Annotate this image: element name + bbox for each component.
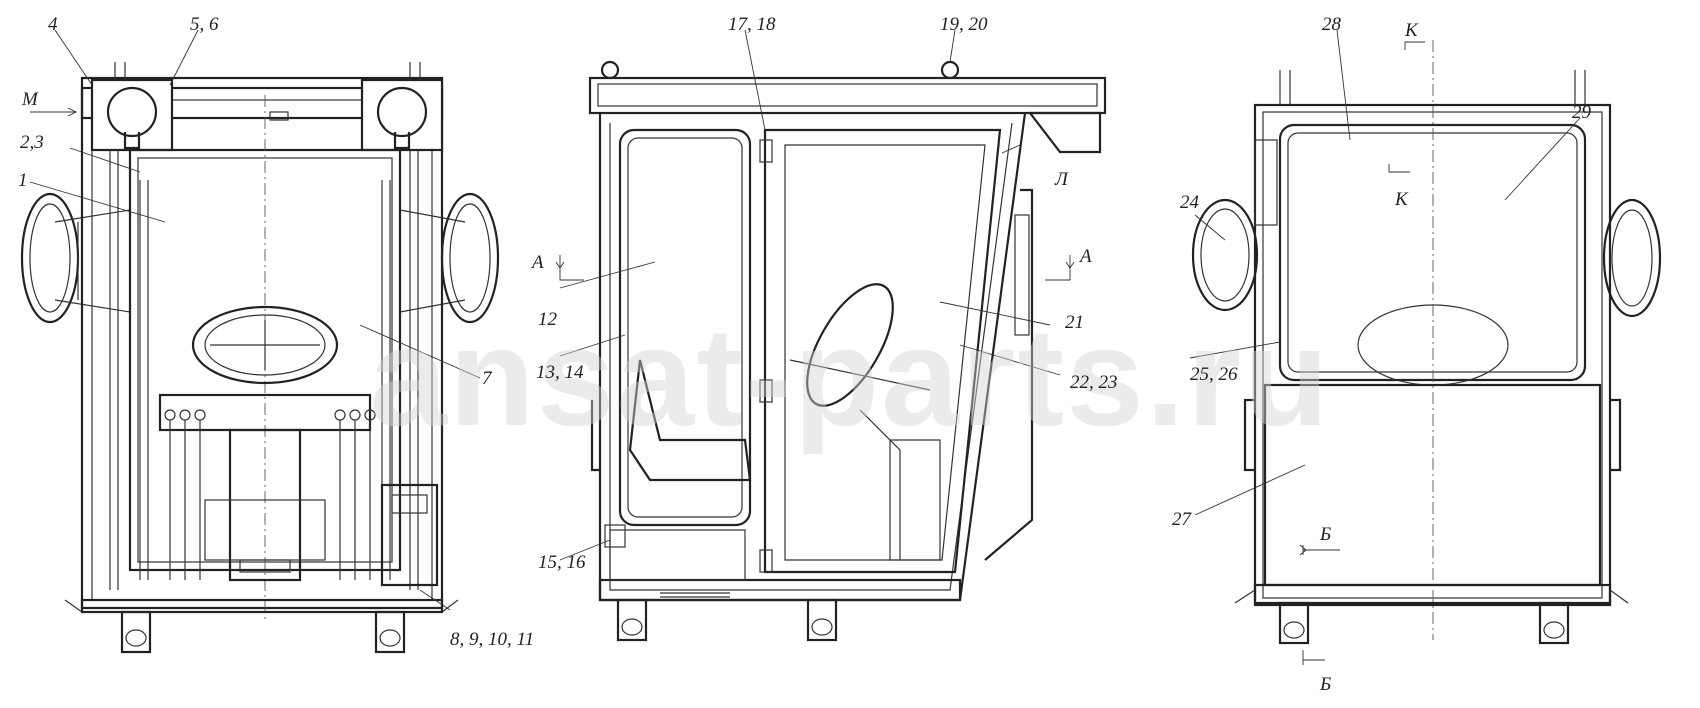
steering-wheel [191, 305, 339, 385]
label-l: Л [1054, 169, 1069, 190]
label-24: 24 [1180, 192, 1200, 213]
label-b-mid: Б [1319, 524, 1331, 545]
rear-window [618, 128, 752, 527]
front-view [20, 62, 500, 654]
label-19-20: 19, 20 [940, 14, 988, 35]
top-light-right [360, 78, 444, 152]
roof-beam [588, 76, 1107, 115]
label-k-mid: К [1394, 189, 1409, 210]
label-17-18: 17, 18 [728, 14, 776, 35]
front-frame [80, 86, 444, 610]
label-28: 28 [1322, 14, 1342, 35]
label-15-16: 15, 16 [538, 552, 586, 573]
watermark: ansat-parts.ru [369, 298, 1331, 455]
label-25-26: 25, 26 [1190, 364, 1238, 385]
lifting-eye-right [940, 60, 960, 80]
rear-view [1191, 40, 1662, 645]
label-5-6: 5, 6 [190, 14, 219, 35]
label-a-right: A [1078, 246, 1092, 267]
top-light-left [90, 78, 174, 152]
callout-labels: 4 5, 6 M 2,3 1 7 8, 9, 10, 11 17, 18 19,… [18, 14, 1592, 695]
front-view-feet [120, 610, 406, 654]
label-a-left: A [530, 252, 544, 273]
pedal-unit [380, 483, 439, 587]
label-21: 21 [1065, 312, 1084, 333]
section-markers [30, 41, 1425, 665]
label-29: 29 [1572, 102, 1592, 123]
rear-glass [1278, 123, 1587, 382]
rear-view-feet [1278, 601, 1570, 645]
side-steering-wheel [806, 283, 894, 407]
side-view-feet [616, 598, 838, 642]
seat [628, 359, 752, 482]
label-12: 12 [538, 309, 558, 330]
label-7: 7 [482, 368, 493, 389]
label-b-bot: Б [1319, 674, 1331, 695]
label-8-9-10-11: 8, 9, 10, 11 [450, 629, 534, 650]
side-door [763, 128, 1002, 574]
label-k-top: К [1404, 20, 1419, 41]
label-1: 1 [18, 170, 28, 191]
lifting-eye-left [600, 60, 620, 80]
label-m: M [21, 89, 39, 110]
label-22-23: 22, 23 [1070, 372, 1118, 393]
leader-lines [29, 29, 1581, 611]
label-4: 4 [48, 14, 58, 35]
label-13-14: 13, 14 [536, 362, 584, 383]
label-2-3: 2,3 [20, 132, 44, 153]
label-27: 27 [1172, 509, 1193, 530]
side-view [588, 60, 1107, 642]
rear-frame [1253, 103, 1612, 607]
